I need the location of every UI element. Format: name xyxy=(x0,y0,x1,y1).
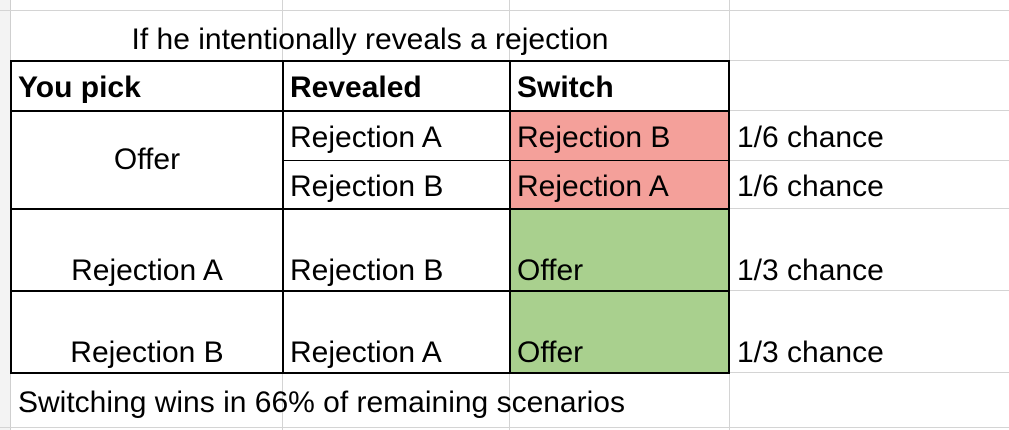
table-border xyxy=(282,60,284,374)
cell-switch[interactable]: Offer xyxy=(517,336,584,369)
table-border xyxy=(282,160,730,161)
table-border xyxy=(728,60,730,374)
cell-chance[interactable]: 1/6 chance xyxy=(737,170,884,203)
cell-you-pick[interactable]: Rejection B xyxy=(70,336,224,369)
table-border xyxy=(10,60,12,374)
cell-switch[interactable]: Rejection A xyxy=(517,170,669,203)
gridline xyxy=(729,372,1009,373)
cell-revealed[interactable]: Rejection A xyxy=(290,336,442,369)
table-border xyxy=(10,372,730,374)
gridline xyxy=(729,60,1009,61)
cell-revealed[interactable]: Rejection A xyxy=(290,121,442,154)
gridline xyxy=(729,160,1009,161)
header-revealed: Revealed xyxy=(290,71,422,104)
cell-switch[interactable]: Rejection B xyxy=(517,121,671,154)
cell-chance[interactable]: 1/3 chance xyxy=(737,254,884,287)
cell-you-pick[interactable]: Offer xyxy=(113,143,181,176)
table-border xyxy=(10,208,730,210)
gridline xyxy=(0,427,1009,428)
table-border xyxy=(10,290,730,292)
cell-revealed[interactable]: Rejection B xyxy=(290,254,444,287)
gridline xyxy=(0,10,1009,11)
cell-revealed[interactable]: Rejection B xyxy=(290,170,444,203)
cell-you-pick[interactable]: Rejection A xyxy=(71,254,223,287)
cell-switch[interactable]: Offer xyxy=(517,254,584,287)
cell-chance[interactable]: 1/3 chance xyxy=(737,336,884,369)
header-you-pick: You pick xyxy=(18,71,141,104)
gridline xyxy=(729,290,1009,291)
gridline xyxy=(729,110,1009,111)
table-border xyxy=(10,60,730,62)
header-switch: Switch xyxy=(517,71,614,104)
table-border xyxy=(509,60,511,374)
summary-text[interactable]: Switching wins in 66% of remaining scena… xyxy=(18,386,625,419)
table-title: If he intentionally reveals a rejection xyxy=(131,23,609,56)
gridline xyxy=(729,208,1009,209)
cell-chance[interactable]: 1/6 chance xyxy=(737,121,884,154)
table-border xyxy=(10,110,730,112)
